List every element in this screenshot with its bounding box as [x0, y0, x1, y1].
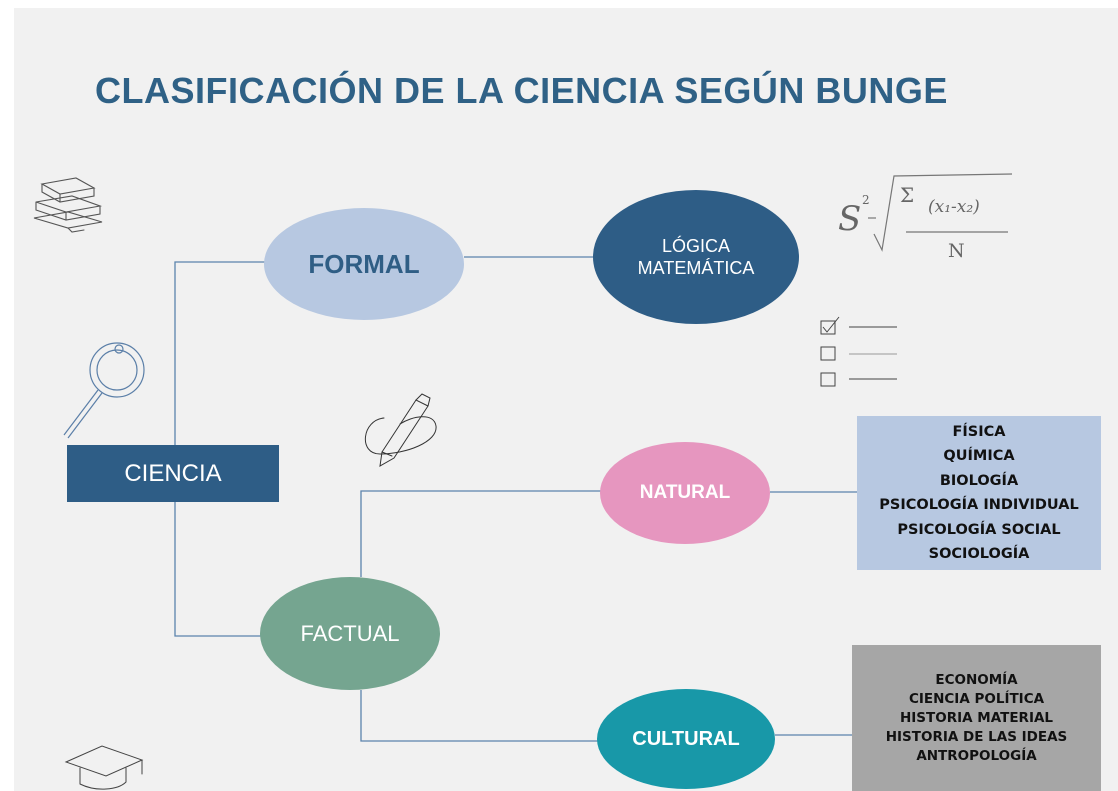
cultural-science-item: HISTORIA DE LAS IDEAS — [885, 728, 1068, 745]
formula-exponent: 2 — [862, 193, 870, 207]
graduation-cap-icon — [64, 745, 144, 790]
factual-natural-connector — [360, 490, 602, 577]
factual-cultural-connector — [360, 690, 599, 742]
node-formal: FORMAL — [264, 208, 464, 320]
natural-science-item: BIOLOGÍA — [939, 472, 1019, 489]
node-factual-label: FACTUAL — [300, 620, 400, 646]
cultural-science-item: ECONOMÍA — [935, 671, 1018, 688]
node-natural-label: NATURAL — [639, 482, 731, 503]
pencil-icon — [364, 393, 437, 467]
node-cultural-label: CULTURAL — [632, 727, 740, 750]
node-cultural: CULTURAL — [597, 689, 775, 789]
cultural-sciences-box: ECONOMÍA CIENCIA POLÍTICA HISTORIA MATER… — [852, 645, 1101, 791]
node-factual: FACTUAL — [260, 577, 440, 690]
page-title: CLASIFICACIÓN DE LA CIENCIA SEGÚN BUNGE — [95, 70, 948, 111]
natural-science-item: QUÍMICA — [943, 448, 1015, 464]
formula-s: S — [838, 199, 861, 239]
cultural-science-item: HISTORIA MATERIAL — [899, 709, 1054, 726]
node-ciencia-label: CIENCIA — [124, 459, 222, 487]
ciencia-factual-connector — [174, 502, 262, 637]
formula-numerator: (x₁-x₂) — [928, 197, 980, 217]
node-logica-matematica: LÓGICA MATEMÁTICA — [593, 190, 799, 324]
natural-science-item: FÍSICA — [952, 423, 1006, 440]
formula-denominator: N — [948, 240, 965, 262]
node-ciencia: CIENCIA — [67, 445, 279, 502]
ciencia-formal-connector — [174, 261, 266, 445]
checklist-icon — [820, 316, 897, 387]
natural-science-item: PSICOLOGÍA SOCIAL — [897, 521, 1061, 538]
natural-sciences-box: FÍSICA QUÍMICA BIOLOGÍA PSICOLOGÍA INDIV… — [857, 416, 1101, 570]
node-natural: NATURAL — [600, 442, 770, 544]
formula-icon: S 2 Σ (x₁-x₂) N — [838, 173, 1013, 262]
node-logica-label-line2: MATEMÁTICA — [637, 258, 755, 278]
formula-sum: Σ — [900, 183, 914, 207]
node-logica-label-line1: LÓGICA — [661, 236, 730, 256]
cultural-science-item: CIENCIA POLÍTICA — [908, 690, 1045, 707]
books-icon — [33, 177, 103, 233]
natural-science-item: PSICOLOGÍA INDIVIDUAL — [879, 497, 1079, 513]
magnifier-icon — [63, 342, 145, 439]
cultural-science-item: ANTROPOLOGÍA — [916, 747, 1037, 764]
natural-science-item: SOCIOLOGÍA — [928, 546, 1030, 562]
node-formal-label: FORMAL — [308, 248, 420, 279]
